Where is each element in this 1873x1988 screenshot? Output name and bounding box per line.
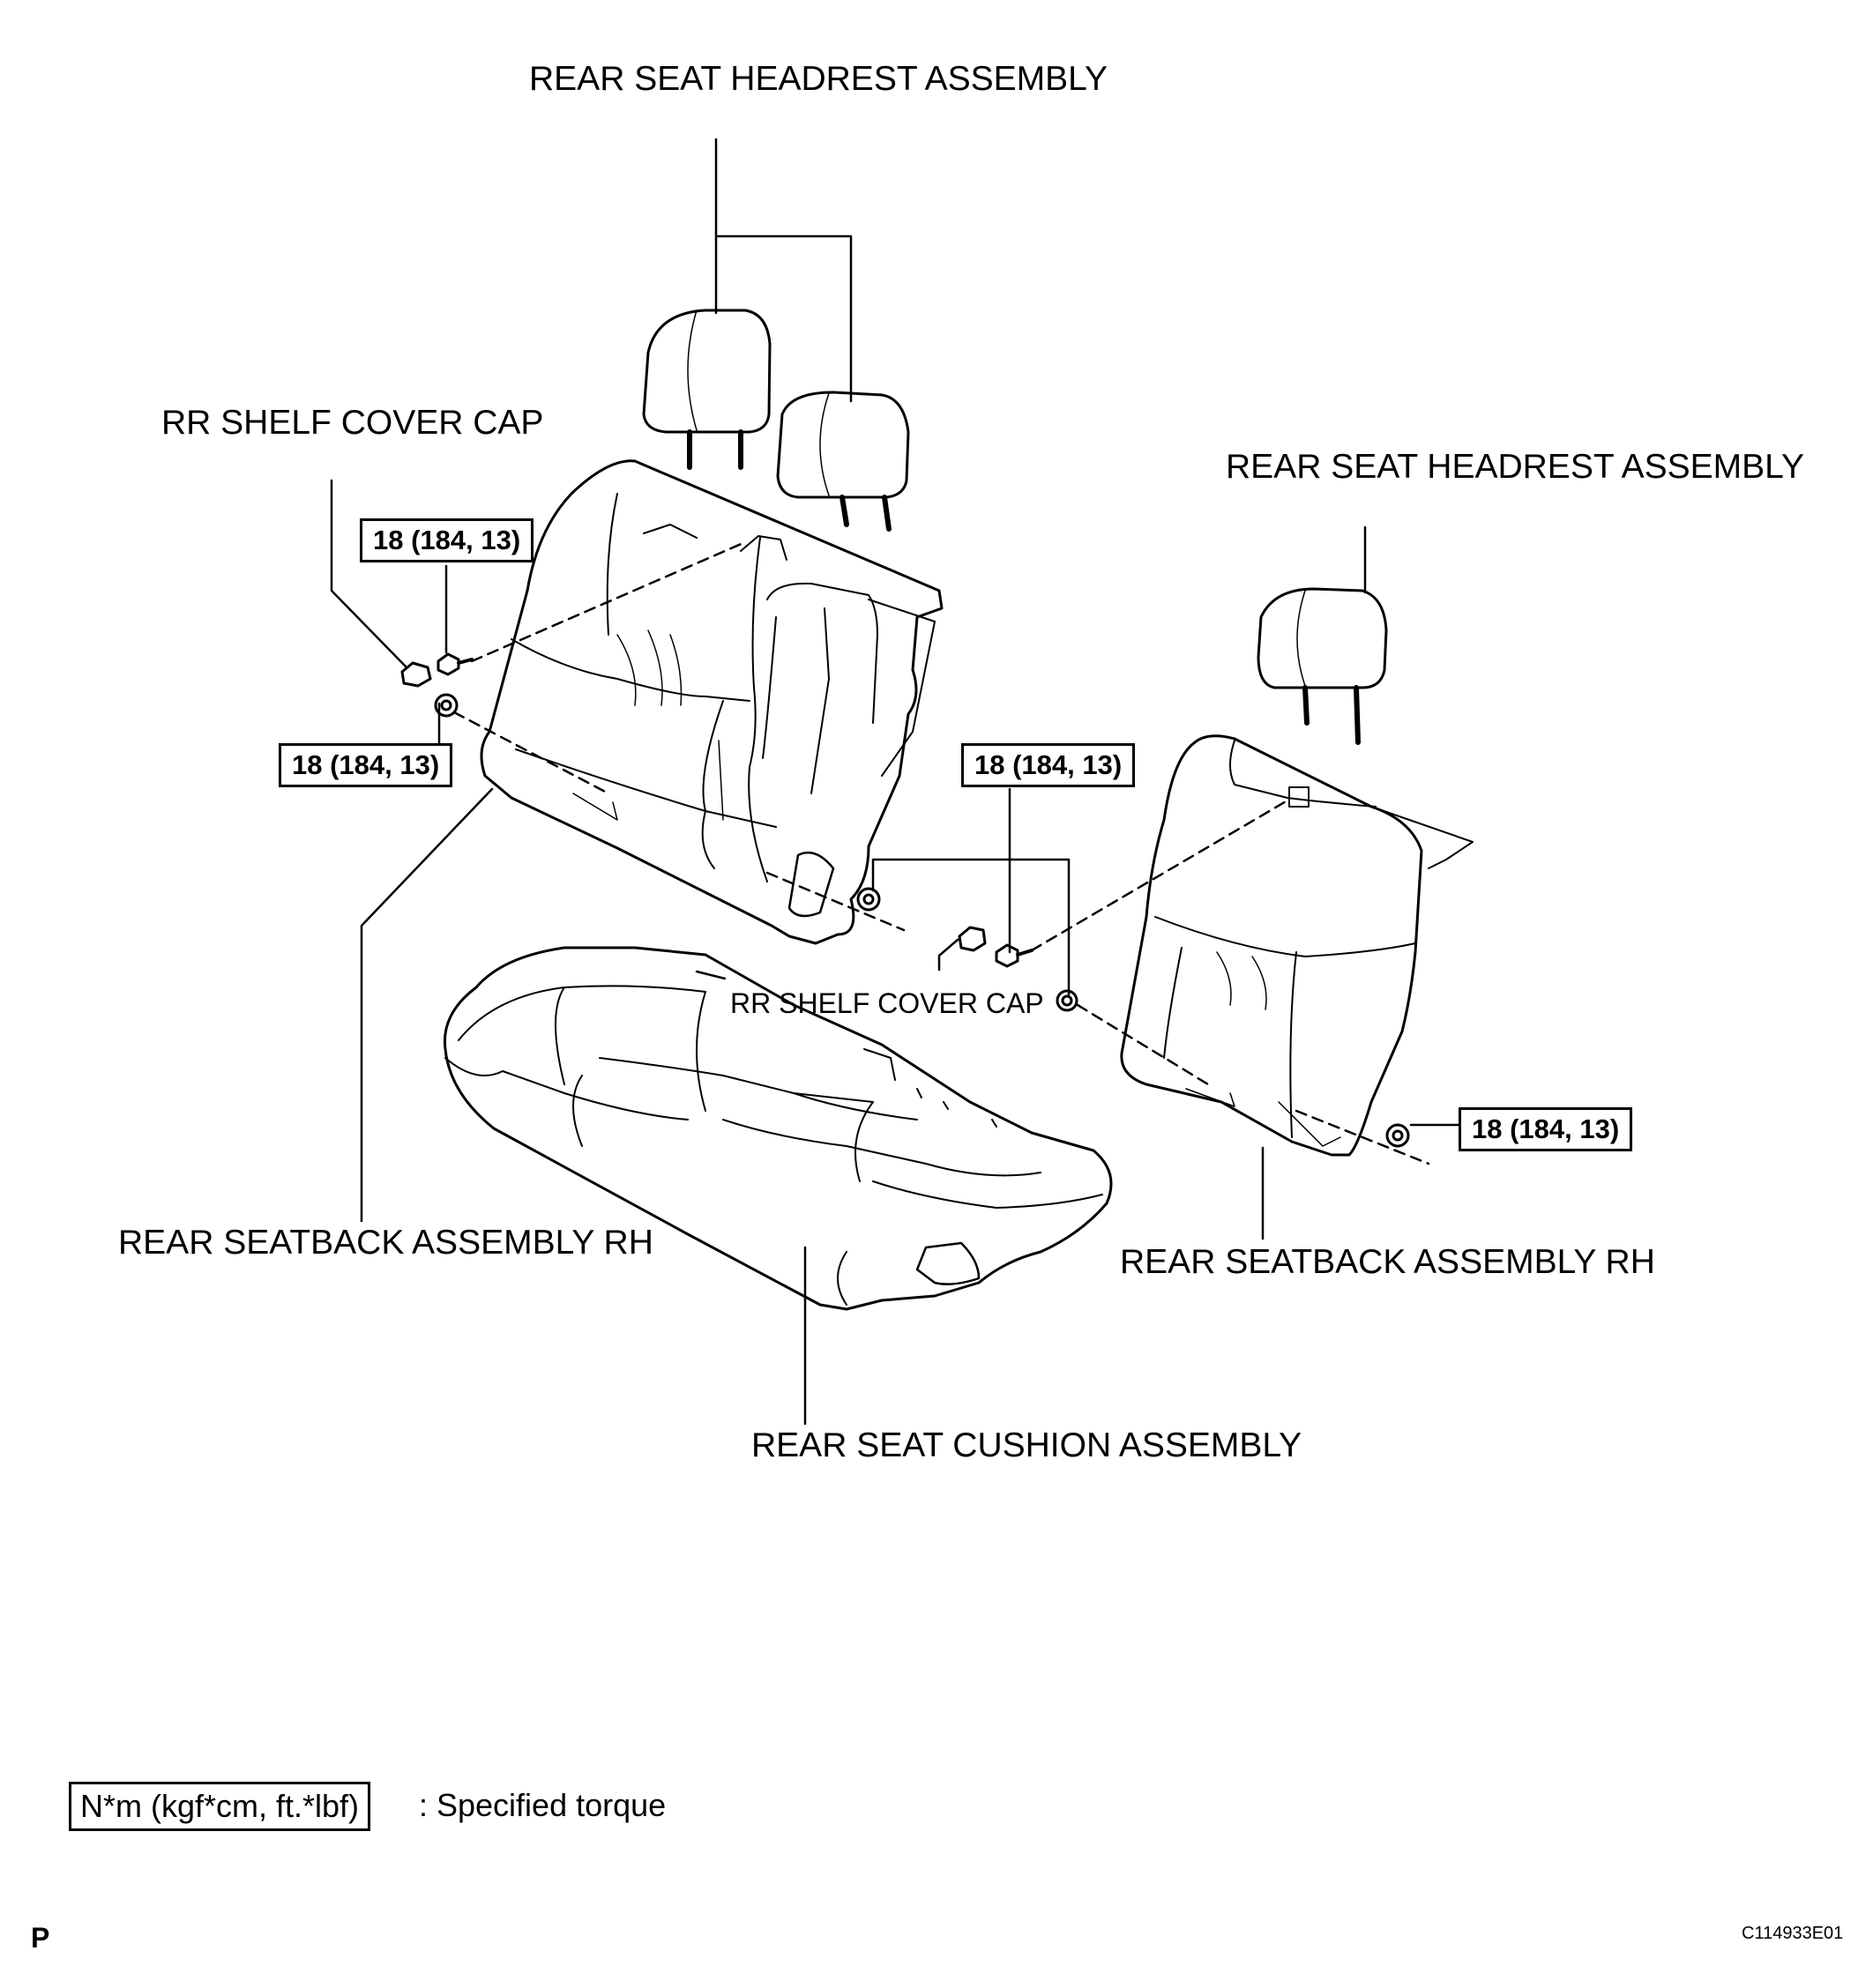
figure-code: C114933E01 — [1742, 1924, 1844, 1943]
label-shelf-cap-center: RR SHELF COVER CAP — [730, 987, 1044, 1019]
label-cushion: REAR SEAT CUSHION ASSEMBLY — [751, 1426, 1302, 1464]
torque-box-left-lower: 18 (184, 13) — [279, 743, 453, 787]
leader-lines — [330, 138, 1466, 1426]
shelf-cap-center-part — [958, 926, 987, 952]
torque-box-right: 18 (184, 13) — [1459, 1107, 1633, 1151]
legend-torque-unit: N*m (kgf*cm, ft.*lbf) — [69, 1782, 371, 1831]
seatback-right — [1120, 734, 1474, 1157]
nut-center — [856, 887, 881, 912]
nut-right-upper — [1056, 989, 1078, 1012]
legend-description: : Specified torque — [419, 1787, 667, 1823]
headrest-top-right — [776, 391, 910, 532]
label-shelf-cap-left: RR SHELF COVER CAP — [161, 404, 544, 442]
installation-lines — [452, 540, 1430, 1165]
nut-right-lower — [1385, 1123, 1410, 1148]
bolt-left-upper — [437, 652, 474, 676]
bolt-center — [995, 943, 1034, 968]
headrest-right — [1257, 587, 1388, 745]
label-seatback-left: REAR SEATBACK ASSEMBLY RH — [118, 1224, 653, 1262]
seat-cushion — [443, 946, 1113, 1311]
torque-box-center: 18 (184, 13) — [961, 743, 1136, 787]
label-seatback-right: REAR SEATBACK ASSEMBLY RH — [1120, 1243, 1655, 1281]
seatback-left — [480, 459, 944, 945]
nut-left-lower — [434, 693, 459, 718]
label-headrest-top: REAR SEAT HEADREST ASSEMBLY — [529, 60, 1108, 98]
headrest-top-left — [642, 309, 772, 470]
label-headrest-right: REAR SEAT HEADREST ASSEMBLY — [1226, 448, 1804, 486]
torque-box-left-upper: 18 (184, 13) — [360, 518, 534, 562]
section-letter: P — [31, 1922, 50, 1954]
shelf-cap-left-part — [400, 661, 432, 688]
